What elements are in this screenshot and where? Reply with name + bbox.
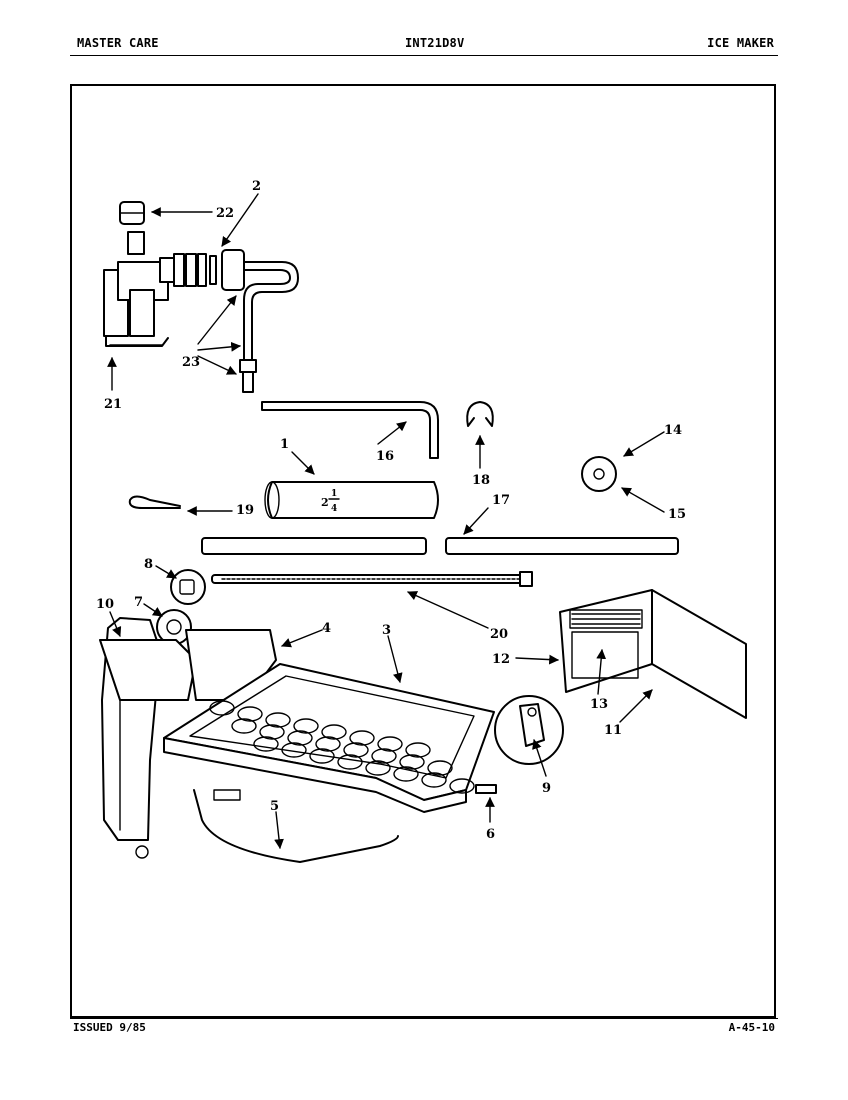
callout-9: 9 — [542, 781, 551, 796]
part-1-heater-tube — [264, 481, 439, 519]
ice-cup — [315, 736, 341, 752]
ice-cup — [427, 760, 453, 776]
callout-15: 15 — [668, 507, 686, 522]
tube-size-whole: 2 — [321, 496, 329, 509]
callout-16: 16 — [376, 449, 394, 464]
callout-13: 13 — [590, 697, 608, 712]
ice-cup — [321, 724, 347, 740]
footer-rule — [70, 1018, 778, 1019]
part-14-washer — [581, 456, 617, 492]
callout-19: 19 — [236, 503, 254, 518]
callout-6: 6 — [486, 827, 495, 842]
part-11-front-cover — [559, 589, 747, 719]
ice-cup — [281, 742, 307, 758]
callout-2: 2 — [252, 179, 261, 194]
callout-5: 5 — [270, 799, 279, 814]
part-22-nut — [119, 201, 145, 225]
part-18-clamp — [466, 401, 494, 427]
ice-cup — [349, 730, 375, 746]
callout-4: 4 — [322, 621, 331, 636]
ice-cup — [237, 706, 263, 722]
ice-cup — [421, 772, 447, 788]
callout-12: 12 — [492, 652, 510, 667]
callout-1: 1 — [280, 437, 289, 452]
callout-labels: 2 22 23 21 16 18 1 19 14 15 17 20 8 7 10… — [96, 179, 686, 842]
header-rule — [70, 55, 778, 56]
callout-7: 7 — [134, 595, 143, 610]
ice-cup — [253, 736, 279, 752]
part-16-bent-tube — [261, 401, 439, 459]
ice-cup — [393, 766, 419, 782]
ice-cup — [449, 778, 475, 794]
callout-23: 23 — [182, 355, 200, 370]
ice-cup — [337, 754, 363, 770]
leader-lines — [107, 193, 665, 849]
callout-10: 10 — [96, 597, 114, 612]
ice-cup — [259, 724, 285, 740]
part-23-fill-tube — [239, 261, 299, 393]
callout-18: 18 — [472, 473, 490, 488]
header-brand: MASTER CARE — [77, 36, 159, 50]
callout-17: 17 — [492, 493, 510, 508]
part-21-water-valve — [103, 231, 175, 347]
header-section: ICE MAKER — [707, 36, 774, 50]
ice-cup — [265, 712, 291, 728]
callout-20: 20 — [490, 627, 508, 642]
ice-tray-cups — [209, 700, 475, 794]
tube-size-denominator: 4 — [331, 504, 337, 514]
part-17-tube — [201, 537, 679, 555]
tube-size-numerator: 1 — [331, 489, 337, 499]
part-9-detail — [494, 695, 564, 765]
ice-cup — [287, 730, 313, 746]
ice-cup — [399, 754, 425, 770]
part-6-clip — [475, 784, 497, 794]
part-19-cotter-pin — [128, 495, 181, 509]
callout-11: 11 — [604, 723, 622, 738]
ice-cup — [365, 760, 391, 776]
part-20-cable-tie — [211, 571, 533, 587]
part-7-detail — [156, 609, 192, 645]
callout-21: 21 — [104, 397, 122, 412]
ice-cup — [343, 742, 369, 758]
part-2-valve-coupling — [173, 249, 245, 291]
callout-22: 22 — [216, 206, 234, 221]
diagram-frame — [70, 84, 776, 1018]
callout-8: 8 — [144, 557, 153, 572]
footer-page-code: A-45-10 — [728, 1021, 775, 1034]
footer-issued: ISSUED 9/85 — [73, 1021, 146, 1034]
callout-3: 3 — [382, 623, 391, 638]
callout-14: 14 — [664, 423, 682, 438]
ice-cup — [405, 742, 431, 758]
ice-cup — [377, 736, 403, 752]
part-3-ice-tray — [163, 663, 495, 813]
ice-cup — [371, 748, 397, 764]
header-model: INT21D8V — [405, 36, 465, 50]
part-8-detail — [170, 569, 206, 605]
part-5-ejector-wire — [193, 789, 399, 863]
ice-cup — [231, 718, 257, 734]
ice-cup — [293, 718, 319, 734]
ice-cup — [309, 748, 335, 764]
ice-cup — [209, 700, 235, 716]
